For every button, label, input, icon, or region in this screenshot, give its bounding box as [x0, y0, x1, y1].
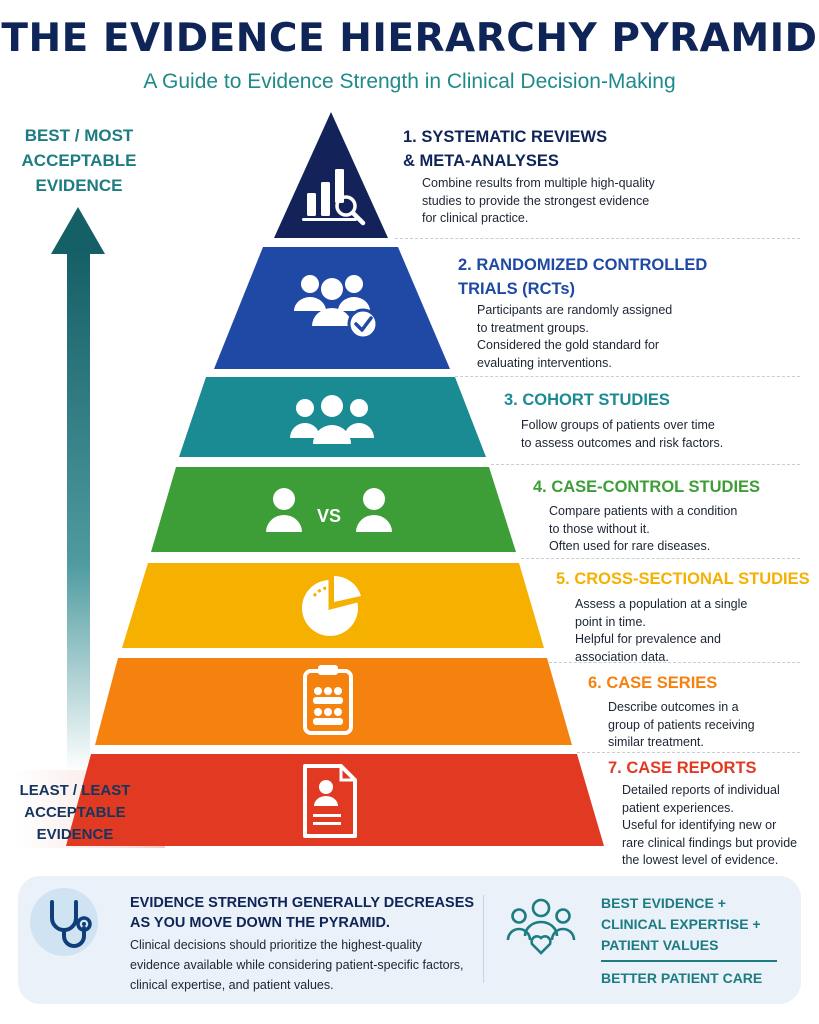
tier-3-title: 3. COHORT STUDIES [504, 391, 670, 409]
tier-divider [395, 238, 800, 239]
stethoscope-icon [30, 888, 98, 956]
least-evidence-label: LEAST / LEAST ACCEPTABLE EVIDENCE [19, 782, 131, 843]
clipboard-group-icon [303, 665, 353, 735]
vs-label: VS [317, 506, 341, 526]
footer-result: BETTER PATIENT CARE [601, 970, 763, 986]
tier-divider [549, 662, 800, 663]
tier-5-title: 5. CROSS-SECTIONAL STUDIES [556, 570, 810, 588]
footer-title: EVIDENCE STRENGTH GENERALLY DECREASES AS… [130, 895, 475, 931]
chart-magnifier-icon [302, 169, 366, 226]
tier-divider [491, 464, 800, 465]
footer-rule [601, 960, 777, 962]
patient-report-icon [303, 764, 357, 838]
footer-description: Clinical decisions should prioritize the… [130, 938, 464, 992]
footer-equation: BEST EVIDENCE + CLINICAL EXPERTISE + PAT… [601, 895, 761, 953]
pyramid-tier-4 [151, 467, 516, 552]
footer-divider [483, 895, 484, 983]
best-evidence-label: BEST / MOST ACCEPTABLE EVIDENCE [21, 126, 137, 195]
pyramid-tier-3 [179, 377, 486, 457]
person-vs-person-icon [266, 488, 392, 532]
pyramid-graphic: VS [15, 112, 604, 848]
page-title: THE EVIDENCE HIERARCHY PYRAMID [1, 16, 818, 61]
tier-4-title: 4. CASE-CONTROL STUDIES [533, 478, 761, 496]
tier-divider [521, 558, 800, 559]
footer-panel [18, 876, 801, 1004]
tier-6-title: 6. CASE SERIES [588, 674, 718, 692]
tier-7-title: 7. CASE REPORTS [608, 759, 757, 777]
group-check-icon [294, 275, 379, 340]
pie-chart-icon [302, 575, 361, 636]
tier-divider [577, 752, 800, 753]
tier-1-description: Combine results from multiple high-quali… [422, 176, 655, 225]
evidence-strength-arrow [51, 207, 105, 772]
tier-1-title: 1. SYSTEMATIC REVIEWS& META-ANALYSES [403, 128, 608, 170]
page-subtitle: A Guide to Evidence Strength in Clinical… [143, 70, 676, 93]
tier-divider [455, 376, 800, 377]
pyramid-tier-1 [274, 112, 388, 238]
group-icon [290, 395, 374, 444]
care-team-heart-icon [506, 898, 576, 955]
